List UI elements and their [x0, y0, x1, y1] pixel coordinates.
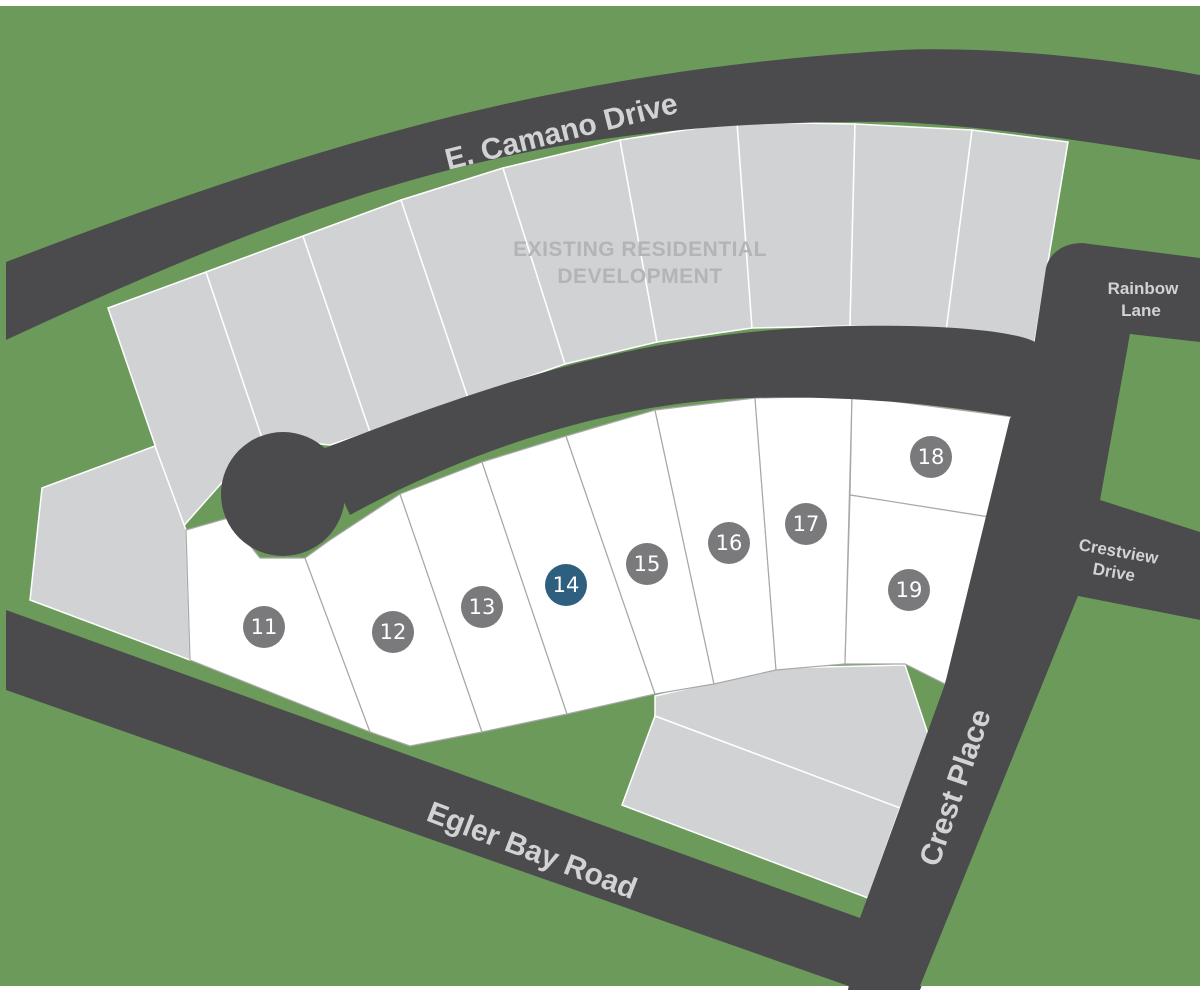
lot-19-marker[interactable]: 19	[888, 569, 930, 611]
lot-marker-circle[interactable]	[626, 543, 668, 585]
lot-marker-circle[interactable]	[888, 569, 930, 611]
lot-marker-circle[interactable]	[545, 564, 587, 606]
lot-number-label: 17	[793, 512, 820, 536]
lot-number-label: 12	[380, 620, 407, 644]
existing-development-label-line1: EXISTING RESIDENTIAL	[513, 238, 767, 261]
lot-number-label: 19	[896, 578, 923, 602]
lot-number-label: 15	[634, 552, 661, 576]
lot-markers: 11 12 13 14 15 16 17 18 19	[243, 436, 952, 653]
lot-marker-circle[interactable]	[708, 522, 750, 564]
egler-bay-road-road	[6, 610, 860, 990]
lot-marker-circle[interactable]	[243, 606, 285, 648]
existing-lot	[736, 121, 856, 329]
bottom-border	[0, 986, 1200, 992]
lot-number-label: 18	[918, 445, 945, 469]
lot-11-marker[interactable]: 11	[243, 606, 285, 648]
lot-18-marker[interactable]: 18	[910, 436, 952, 478]
lot-17-marker[interactable]: 17	[785, 503, 827, 545]
existing-residential-lots	[29, 121, 1069, 899]
grass-patch	[920, 596, 1200, 986]
lot-12-marker[interactable]: 12	[372, 611, 414, 653]
existing-development-label-line2: DEVELOPMENT	[557, 265, 722, 288]
grass-patch	[1100, 334, 1200, 532]
rainbow-lane-road	[1010, 243, 1200, 612]
cul-de-sac-bulb	[221, 432, 345, 556]
top-border	[0, 0, 1200, 6]
lot-15-marker[interactable]: 15	[626, 543, 668, 585]
lot-marker-circle[interactable]	[785, 503, 827, 545]
lot-number-label: 11	[251, 615, 278, 639]
rainbow-lane-label-line2: Lane	[1121, 301, 1161, 320]
cul-de-sac-road	[320, 325, 1040, 515]
rainbow-lane-label-line1: Rainbow	[1108, 279, 1180, 298]
lot-marker-circle[interactable]	[461, 586, 503, 628]
e-camano-drive-road	[6, 49, 1200, 341]
lot-number-label: 14	[553, 573, 580, 597]
lot-13-marker[interactable]: 13	[461, 586, 503, 628]
lot-marker-circle[interactable]	[372, 611, 414, 653]
lot-number-label: 16	[716, 531, 743, 555]
lot-14-marker[interactable]: 14	[545, 564, 587, 606]
lot-16-marker[interactable]: 16	[708, 522, 750, 564]
lot-number-label: 13	[469, 595, 496, 619]
lot-marker-circle[interactable]	[910, 436, 952, 478]
